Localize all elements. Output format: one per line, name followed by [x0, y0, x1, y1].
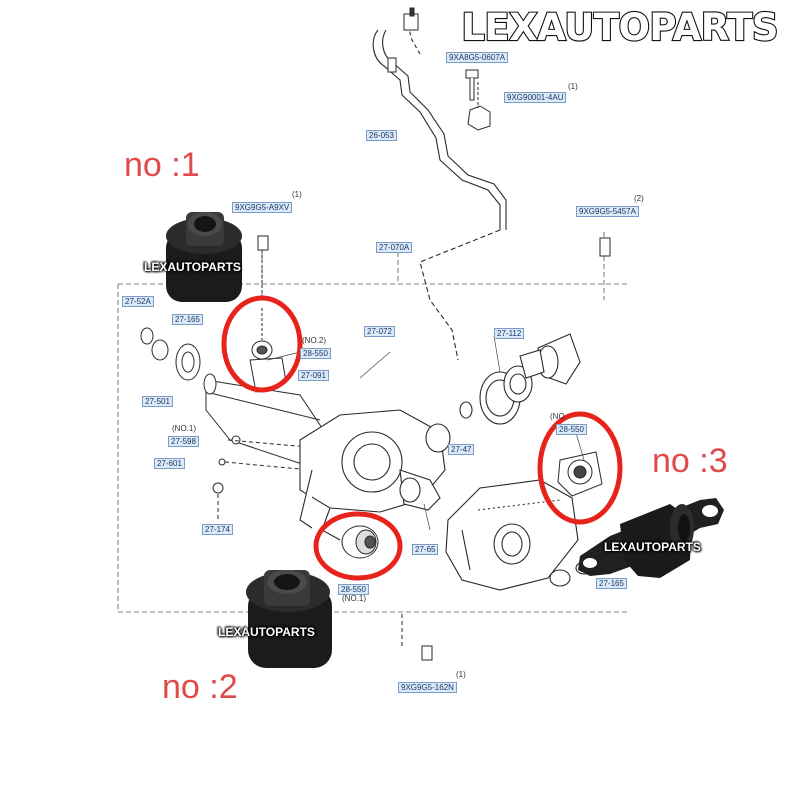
qty-no1-left: (NO.1) [172, 424, 196, 433]
right-mount-drawing [557, 451, 603, 497]
qty-no-right: (NO. [550, 412, 567, 421]
part-label-left-a: 27-52A [122, 296, 154, 307]
top-bolt [465, 69, 491, 131]
brand-tag-bracket-3: LEXAUTOPARTS [604, 540, 701, 554]
output-flange [519, 333, 581, 385]
label-no-2: no :2 [162, 668, 238, 706]
left-top-bolt [257, 235, 269, 300]
brand-watermark: LEXAUTOPARTS [460, 5, 779, 50]
label-no-1: no :1 [124, 146, 200, 184]
part-label-left-f: 27-174 [202, 524, 233, 535]
part-label-mount-left: 28-550 [300, 348, 331, 359]
qty-left-bolt: (1) [292, 190, 302, 199]
part-label-mount-right: 28-550 [556, 424, 587, 435]
bushing-photo-2 [246, 570, 332, 668]
right-top-bolt [599, 237, 611, 257]
qty-bottom-bolt: (1) [456, 670, 466, 679]
part-label-center-pipe: 27-072 [364, 326, 395, 337]
part-label-seal: 27-112 [494, 328, 525, 339]
part-label-top-bolt: 9XA8G5-0607A [446, 52, 509, 63]
highlight-circle-bottom [313, 511, 403, 581]
label-no-3: no :3 [652, 442, 728, 480]
part-label-right-bottom: 27-165 [596, 578, 627, 589]
part-label-gasket: 27-47 [448, 444, 475, 455]
bushing-photo-1 [166, 212, 242, 302]
bottom-bolt [401, 614, 433, 661]
part-label-left-b: 27-165 [172, 314, 203, 325]
part-label-top-clip: 9XG90001-4AU [504, 92, 567, 103]
part-label-left-e: 27-601 [154, 458, 185, 469]
part-label-left-d: 27-598 [168, 436, 199, 447]
top-fitting-clip [387, 7, 419, 73]
part-label-bottom-mount: 28-550 [338, 584, 369, 595]
bracket-photo-3 [578, 498, 724, 578]
part-label-assembly: 27-070A [376, 242, 413, 253]
part-label-right-bolt: 9XG9G5-5457A [576, 206, 639, 217]
qty-top-clip: (1) [568, 82, 578, 91]
part-label-breather: 27-091 [298, 370, 329, 381]
brand-tag-bushing-1: LEXAUTOPARTS [144, 260, 241, 274]
qty-no1-bottom: (NO.1) [342, 594, 366, 603]
part-label-left-c: 27-501 [142, 396, 173, 407]
part-label-left-bolt: 9XG9G5-A9XV [232, 202, 293, 213]
highlight-circle-right [537, 411, 623, 525]
left-mount-drawing [251, 308, 273, 360]
differential-housing [299, 365, 533, 541]
part-label-bottom-center: 27-65 [412, 544, 439, 555]
rear-cover [445, 479, 593, 591]
part-label-bottom-bolt: 9XG9G5-162N [398, 682, 457, 693]
bottom-mount-drawing [341, 525, 379, 559]
left-side-components [140, 327, 331, 520]
qty-no2-left: (NO.2) [302, 336, 326, 345]
part-label-hose: 26-053 [366, 130, 397, 141]
highlight-circles [221, 295, 623, 581]
brand-tag-bushing-2: LEXAUTOPARTS [218, 625, 315, 639]
highlight-circle-left [221, 295, 303, 393]
qty-right-bolt: (2) [634, 194, 644, 203]
